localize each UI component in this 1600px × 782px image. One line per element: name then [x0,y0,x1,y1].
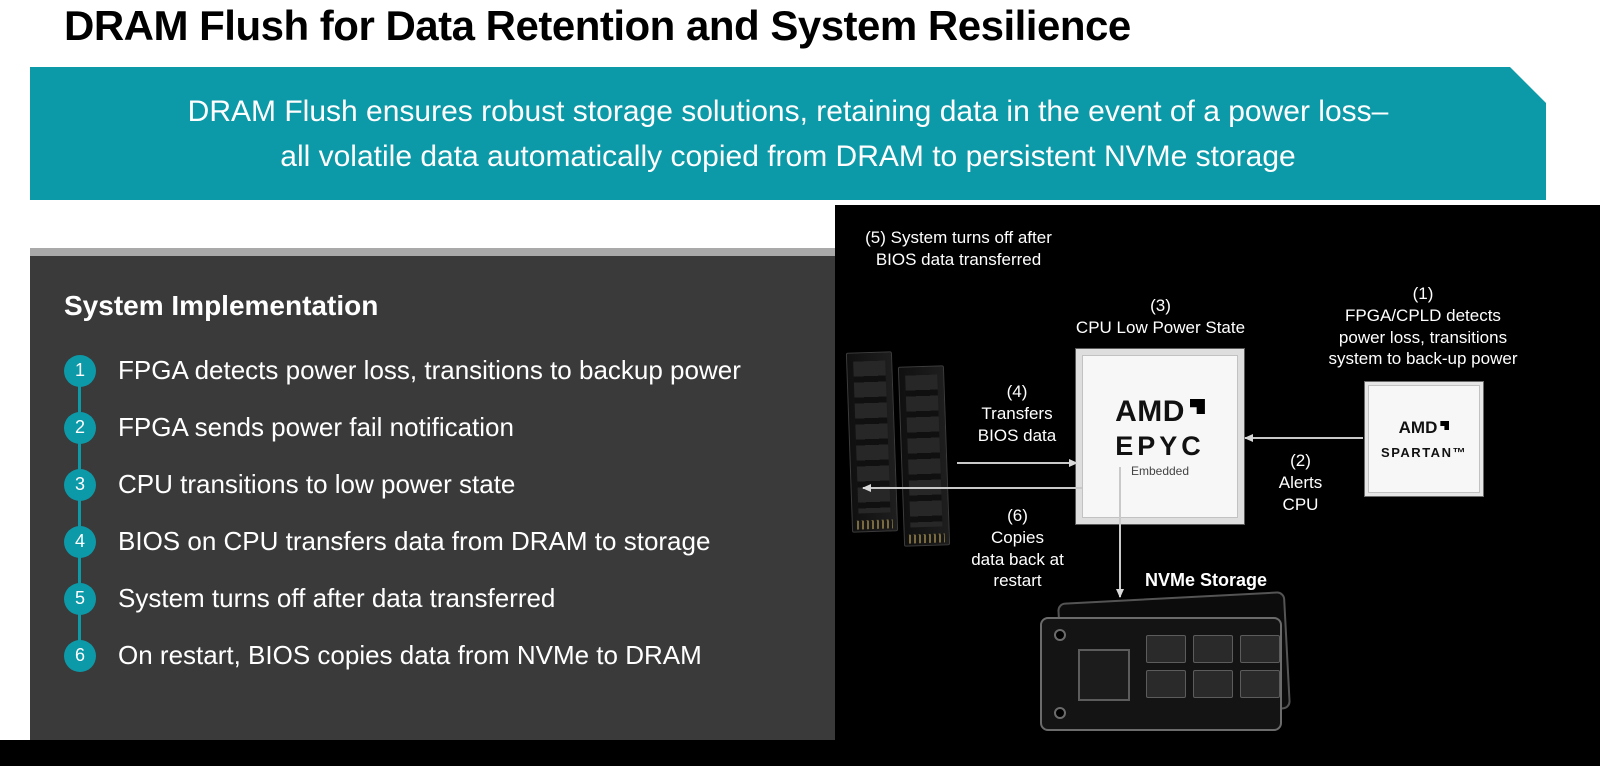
steps-list: 1 FPGA detects power loss, transitions t… [64,342,835,684]
step-text: FPGA sends power fail notification [118,412,514,442]
amd-logo: AMD [1115,395,1205,429]
spartan-wordmark: SPARTAN™ [1381,445,1467,460]
nand-chip [1146,670,1186,698]
step-number-badge: 6 [64,639,96,672]
nand-chip-grid [1146,635,1280,698]
ssd-controller-chip [1078,649,1130,701]
nand-chip [1193,670,1233,698]
dram-modules-graphic [845,350,962,550]
step-text: CPU transitions to low power state [118,469,516,499]
list-item: 3 CPU transitions to low power state [64,456,835,513]
step-text: BIOS on CPU transfers data from DRAM to … [118,526,711,556]
banner-line-1: DRAM Flush ensures robust storage soluti… [187,94,1389,128]
spartan-chip: AMD SPARTAN™ [1368,385,1480,493]
step-number-badge: 3 [64,468,96,501]
nvme-storage-label: NVMe Storage [1145,570,1268,590]
amd-logo: AMD [1399,418,1450,438]
section-heading: System Implementation [64,290,379,321]
dram-stick [897,365,951,547]
list-item: 4 BIOS on CPU transfers data from DRAM t… [64,513,835,570]
step-number-badge: 5 [64,582,96,615]
list-item: 5 System turns off after data transferre… [64,570,835,627]
amd-logo-mark-icon [1189,399,1205,414]
nand-chip [1146,635,1186,663]
step-number-badge: 1 [64,354,96,387]
ssd-board-front [1040,617,1282,731]
annotation-step4: (4) Transfers BIOS data [977,382,1057,445]
annotation-step3: (3) CPU Low Power State [1075,296,1246,337]
page-title: DRAM Flush for Data Retention and System… [64,2,1131,49]
epyc-chip: AMD EPYC Embedded [1082,355,1238,518]
step-number-badge: 4 [64,525,96,558]
summary-banner: DRAM Flush ensures robust storage soluti… [30,67,1546,200]
system-implementation-panel: System Implementation 1 FPGA detects pow… [30,256,835,740]
epyc-embedded-label: Embedded [1130,464,1190,478]
nvme-ssd-graphic [1040,591,1295,738]
screw-hole [1054,629,1066,641]
screw-hole [1054,707,1066,719]
step-text: On restart, BIOS copies data from NVMe t… [118,640,702,670]
step-number-badge: 2 [64,411,96,444]
nand-chip [1240,635,1280,663]
step-text: System turns off after data transferred [118,583,556,613]
amd-logo-mark-icon [1440,421,1450,430]
list-item: 1 FPGA detects power loss, transitions t… [64,342,835,399]
annotation-step6: (6) Copies data back at restart [971,506,1064,591]
panel-top-bar [30,248,835,256]
dram-stick [845,351,899,533]
annotation-step1: (1) FPGA/CPLD detects power loss, transi… [1328,284,1518,369]
annotation-step2: (2) Alerts CPU [1278,451,1323,514]
nand-chip [1193,635,1233,663]
annotation-step5: (5) System turns off after BIOS data tra… [865,228,1052,269]
step-text: FPGA detects power loss, transitions to … [118,355,741,385]
nand-chip [1240,670,1280,698]
flow-diagram-panel: (5) System turns off after BIOS data tra… [835,205,1600,766]
list-item: 2 FPGA sends power fail notification [64,399,835,456]
epyc-wordmark: EPYC [1115,431,1205,461]
banner-line-2: all volatile data automatically copied f… [280,139,1296,173]
list-item: 6 On restart, BIOS copies data from NVMe… [64,627,835,684]
